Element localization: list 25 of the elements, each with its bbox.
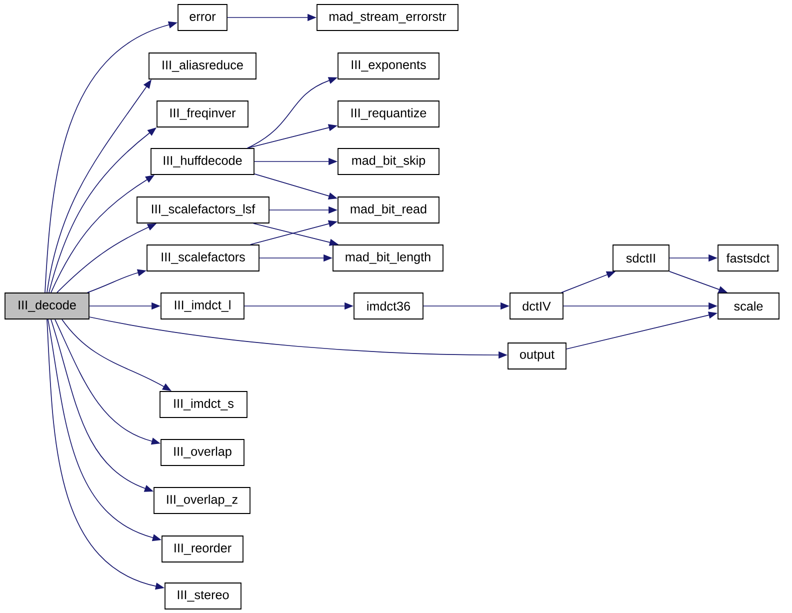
function-box: scale [718, 292, 780, 320]
function-box: dctIV [510, 292, 564, 320]
function-box: error [178, 4, 228, 31]
function-box: III_aliasreduce [148, 52, 256, 80]
function-box: mad_stream_errorstr [316, 4, 458, 31]
function-box: III_scalefactors_lsf [136, 196, 270, 224]
function-box: imdct36 [354, 292, 424, 320]
function-box: fastsdct [718, 244, 778, 272]
function-box: output [508, 342, 566, 370]
function-box: III_decode [4, 292, 90, 320]
function-box: III_imdct_l [160, 292, 244, 320]
function-box: III_reorder [162, 536, 244, 562]
function-box: mad_bit_length [332, 244, 444, 272]
function-box: III_freqinver [156, 100, 248, 128]
function-box: III_scalefactors [146, 244, 260, 272]
function-box: sdctII [612, 244, 670, 272]
function-box: III_overlap_z [154, 487, 250, 514]
function-box: III_stereo [164, 582, 242, 610]
function-box: III_overlap [160, 439, 244, 466]
function-box: III_huffdecode [150, 148, 254, 175]
function-box: III_imdct_s [160, 391, 248, 418]
function-box: mad_bit_read [338, 196, 440, 224]
function-box: mad_bit_skip [338, 148, 440, 175]
function-box: III_requantize [338, 100, 440, 128]
function-box: III_exponents [338, 52, 440, 80]
